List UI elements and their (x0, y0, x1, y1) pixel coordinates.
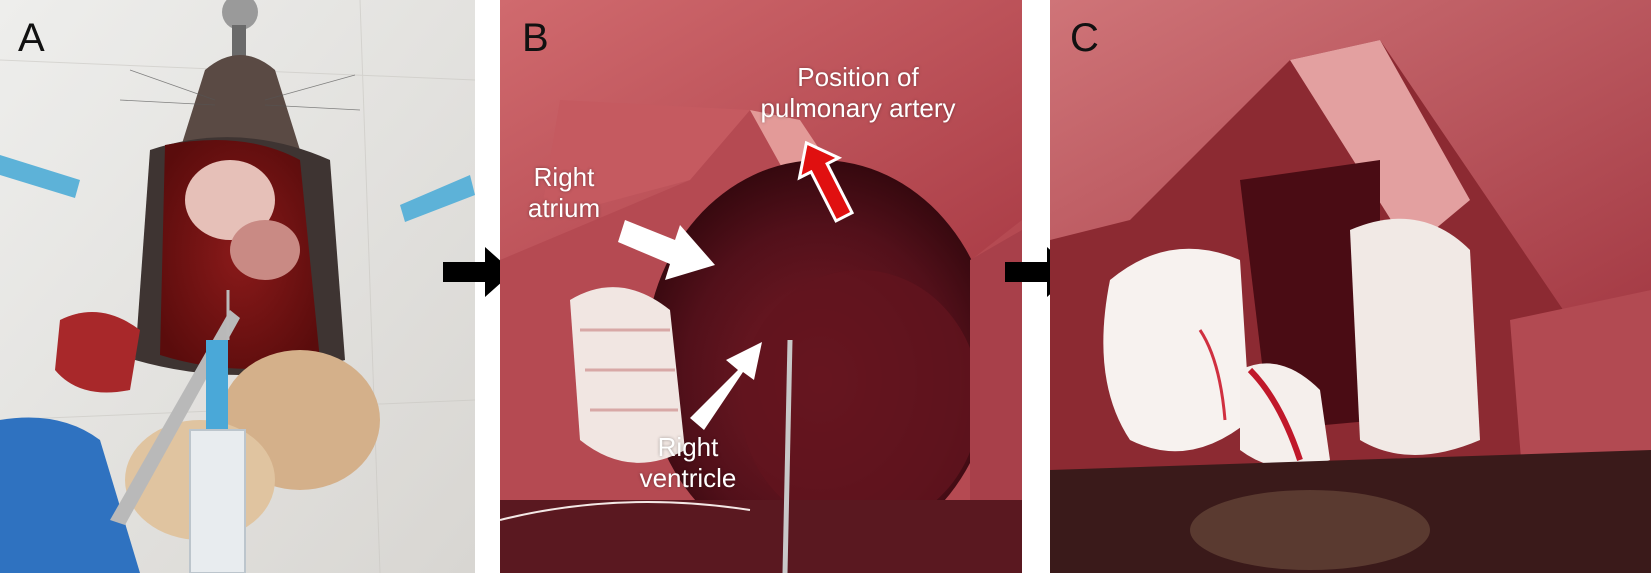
right-atrium-label: Right atrium (514, 162, 614, 224)
panel-b: B Position of pulmonary artery Right atr… (500, 0, 1022, 573)
panel-a-letter: A (18, 16, 45, 60)
panel-a: A (0, 0, 475, 573)
right-ventricle-label-line-2: ventricle (639, 463, 737, 493)
panel-c-photo (1050, 0, 1651, 573)
pulmonary-artery-label-line-1: Position of (797, 62, 919, 92)
right-atrium-label-line-1: Right (533, 162, 595, 192)
atrium-pointer-arrow-icon (618, 220, 715, 280)
pulmonary-artery-label: Position of pulmonary artery (748, 62, 968, 124)
transition-arrow-icon (443, 247, 513, 297)
ventricle-pointer-arrow-icon (690, 342, 762, 430)
pulmonary-artery-label-line-2: pulmonary artery (760, 93, 956, 123)
panel-b-photo (500, 0, 1022, 573)
highlight-arrow-icon (797, 140, 855, 223)
panel-c-letter: C (1070, 16, 1099, 60)
panel-c: C (1050, 0, 1651, 573)
panel-b-letter: B (522, 16, 549, 60)
right-ventricle-label-line-1: Right (657, 432, 719, 462)
panel-a-photo (0, 0, 475, 573)
right-ventricle-label: Right ventricle (628, 432, 748, 494)
right-atrium-label-line-2: atrium (527, 193, 601, 223)
